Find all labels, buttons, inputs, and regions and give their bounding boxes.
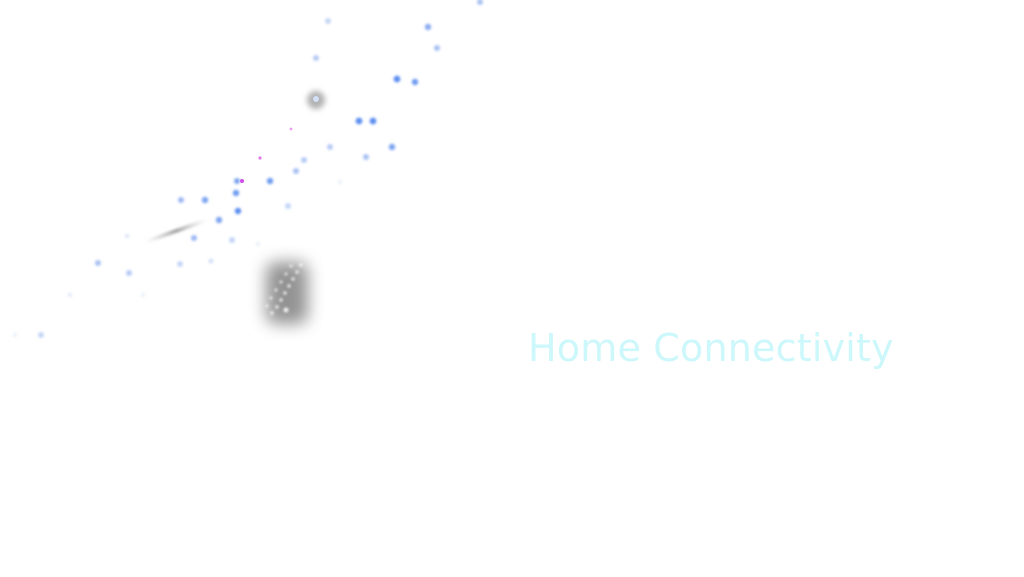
device-shadow-icon [265,262,308,324]
comet-streak-icon [145,218,207,244]
magenta-speck-icon [240,127,293,183]
glow-node-icon [307,91,325,109]
particle-stream-icon [12,0,483,338]
app-title: Home Connectivity [528,326,894,370]
